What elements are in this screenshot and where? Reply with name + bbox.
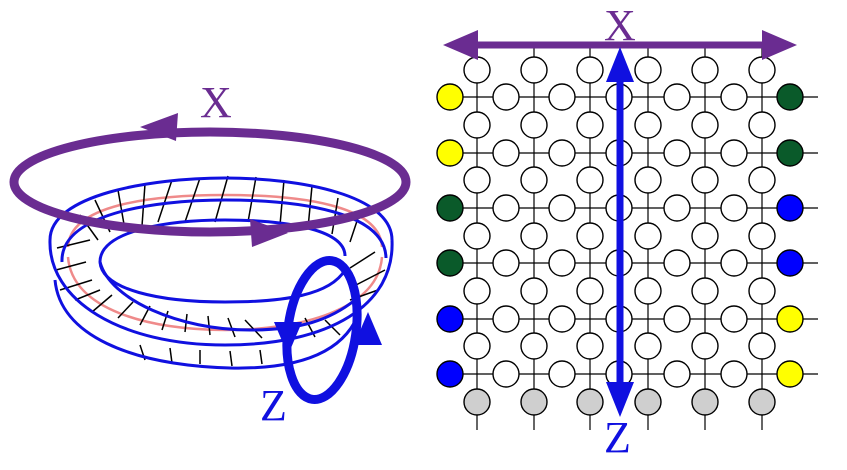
torus-z-loop xyxy=(274,256,382,404)
row-qubits xyxy=(492,83,748,388)
lattice-x-label: X xyxy=(604,1,636,50)
z-loop-arrow-left-icon xyxy=(274,322,302,355)
torus-x-loop xyxy=(9,113,411,247)
lattice-z-label: Z xyxy=(604,413,631,462)
torus-blue-bands xyxy=(48,176,394,370)
torus-x-label: X xyxy=(200,78,232,127)
left-boundary-qubits xyxy=(436,83,464,388)
torus-ribs xyxy=(55,175,386,367)
torus-figure: X Z xyxy=(9,78,411,430)
bottom-boundary-qubits xyxy=(463,388,776,416)
column-qubits xyxy=(463,56,776,360)
z-arrow-up-icon xyxy=(606,47,634,82)
lattice-figure: X Z xyxy=(436,1,818,462)
lattice-z-arrow xyxy=(606,47,634,417)
torus-z-label: Z xyxy=(260,381,287,430)
z-arrow-down-icon xyxy=(606,382,634,417)
lattice-x-arrow xyxy=(443,30,797,60)
x-loop-arrow-top-icon xyxy=(140,113,178,141)
z-loop-arrow-right-icon xyxy=(354,312,382,345)
x-arrow-right-icon xyxy=(762,30,797,60)
x-loop-arrow-bottom-icon xyxy=(250,219,288,247)
right-boundary-qubits xyxy=(776,83,804,388)
x-arrow-left-icon xyxy=(443,30,478,60)
